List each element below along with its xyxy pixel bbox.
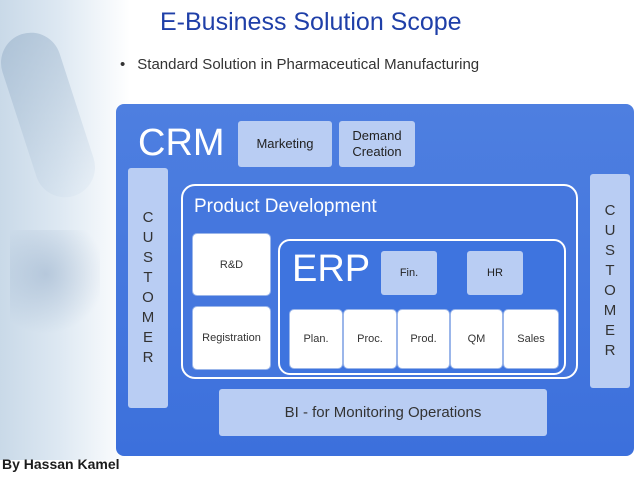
customer-right-letter: O [604, 282, 616, 299]
customer-right-letter: R [604, 342, 616, 359]
crm-label: CRM [138, 122, 225, 164]
customer-left-letter: U [142, 229, 154, 246]
customer-left-letter: E [142, 329, 153, 346]
slide-title: E-Business Solution Scope [160, 8, 462, 36]
customer-left-letter: S [142, 249, 153, 266]
registration-box: Registration [192, 306, 271, 370]
erp-module-label: Plan. [303, 333, 329, 345]
author-credit: By Hassan Kamel [2, 456, 120, 472]
customer-left-letter: R [142, 349, 154, 366]
customer-left-letter: O [142, 289, 154, 306]
customer-right-box: C U S T O M E R [590, 174, 630, 388]
customer-left-letter: C [142, 209, 154, 226]
customer-right-letter: S [604, 242, 615, 259]
erp-module-label: Proc. [357, 333, 383, 345]
erp-module-box: Proc. [343, 309, 397, 369]
demand-creation-box: Demand Creation [339, 121, 415, 167]
erp-module-label: QM [467, 333, 486, 345]
marketing-label: Marketing [256, 136, 314, 151]
customer-right-letter: M [603, 302, 617, 319]
customer-right-letter: E [604, 322, 615, 339]
registration-label: Registration [202, 332, 261, 344]
customer-left-box: C U S T O M E R [128, 168, 168, 408]
fin-box: Fin. [381, 251, 437, 295]
erp-module-box: Sales [503, 309, 559, 369]
hr-box: HR [467, 251, 523, 295]
erp-module-box: Plan. [289, 309, 343, 369]
erp-label: ERP [292, 248, 371, 290]
customer-right-letter: U [604, 222, 616, 239]
rd-label: R&D [219, 258, 244, 271]
erp-module-box: Prod. [397, 309, 450, 369]
product-development-label: Product Development [194, 196, 377, 217]
bi-label: BI - for Monitoring Operations [284, 403, 482, 421]
fin-label: Fin. [399, 267, 419, 279]
bullet-text: Standard Solution in Pharmaceutical Manu… [137, 56, 480, 73]
bullet-item: • Standard Solution in Pharmaceutical Man… [120, 56, 479, 73]
bi-box: BI - for Monitoring Operations [219, 389, 547, 436]
rd-box: R&D [192, 233, 271, 296]
bullet-marker: • [120, 56, 126, 73]
demand-creation-label: Demand Creation [352, 128, 402, 159]
background-photo [0, 0, 130, 460]
customer-right-letter: T [605, 262, 615, 279]
customer-right-letter: C [604, 202, 616, 219]
marketing-box: Marketing [238, 121, 332, 167]
erp-module-label: Sales [517, 333, 545, 345]
erp-module-label: Prod. [410, 333, 437, 345]
erp-module-box: QM [450, 309, 503, 369]
customer-left-letter: T [143, 269, 153, 286]
customer-left-letter: M [141, 309, 155, 326]
hr-label: HR [487, 267, 503, 279]
